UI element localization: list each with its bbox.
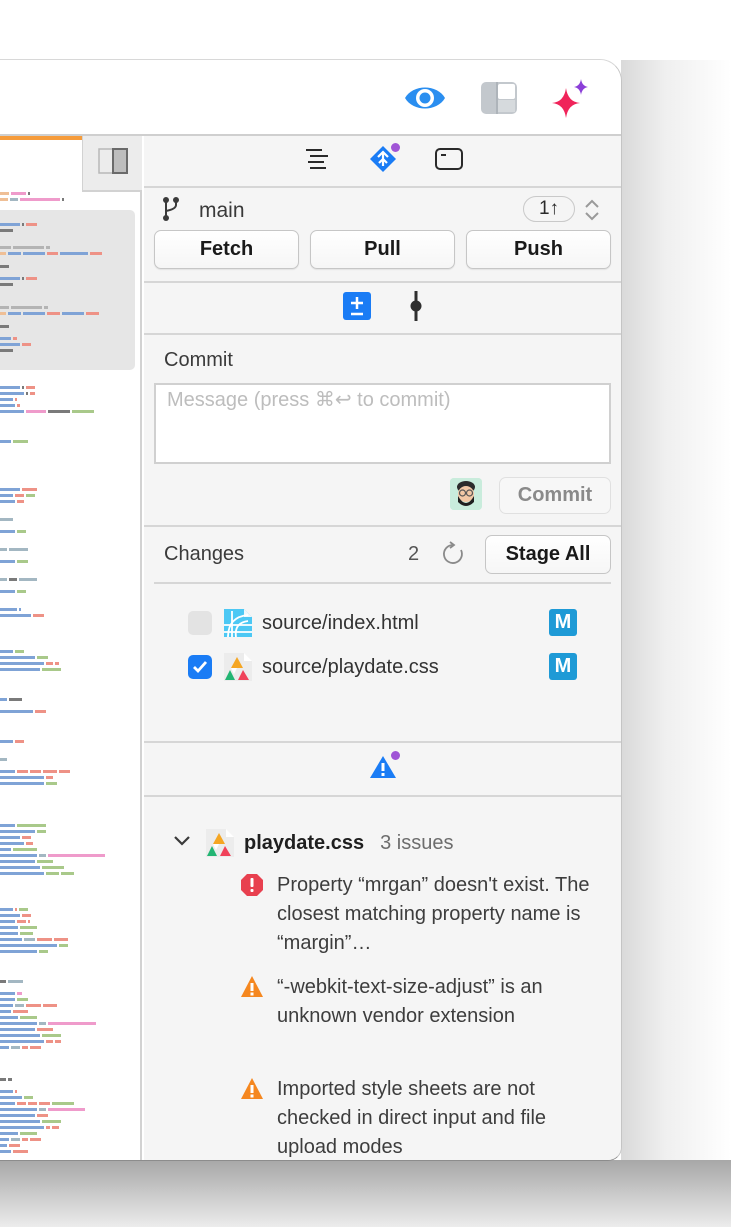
css-file-icon: [204, 827, 236, 859]
issue-item[interactable]: “-webkit-text-size-adjust” is an unknown…: [240, 973, 590, 1031]
branch-selector-chevron-icon[interactable]: [584, 198, 600, 227]
toggle-sidebar-button[interactable]: [82, 136, 142, 192]
source-control-panel: main 1↑ Fetch Pull Push: [144, 136, 621, 1160]
tab-outline[interactable]: [301, 145, 333, 177]
issue-count: 3 issues: [380, 831, 454, 854]
issue-item[interactable]: Property “mrgan” doesn't exist. The clos…: [240, 871, 590, 958]
notification-dot: [390, 750, 400, 760]
tab-source-control[interactable]: [367, 143, 400, 179]
panel-tab-bar: [144, 136, 621, 188]
commits-mode-icon[interactable]: [409, 290, 423, 326]
layout-icon[interactable]: [477, 80, 521, 116]
issues-tab[interactable]: [144, 743, 621, 797]
issue-file-header[interactable]: playdate.css 3 issues: [172, 827, 453, 859]
minimap-lines: [0, 136, 140, 1160]
issue-text: “-webkit-text-size-adjust” is an unknown…: [277, 976, 543, 1027]
changes-section: Changes 2 Stage All: [144, 527, 621, 743]
issue-item[interactable]: Imported style sheets are not checked in…: [240, 1075, 590, 1160]
terminal-icon: [434, 147, 464, 176]
branch-row: main 1↑: [144, 188, 621, 230]
error-icon: [240, 873, 264, 897]
warning-icon: [240, 1077, 264, 1101]
stage-checkbox[interactable]: [188, 655, 212, 679]
changes-mode-icon[interactable]: [342, 291, 371, 325]
file-row-index-html[interactable]: source/index.html M: [188, 607, 588, 639]
file-row-playdate-css[interactable]: source/playdate.css M: [188, 651, 588, 683]
pull-button[interactable]: Pull: [310, 230, 455, 269]
fetch-button[interactable]: Fetch: [154, 230, 299, 269]
toolbar: [0, 60, 621, 136]
sparkle-icon[interactable]: [548, 79, 592, 118]
html-file-icon: [222, 607, 254, 639]
stage-all-button[interactable]: Stage All: [485, 535, 611, 574]
window-shadow-right: [621, 60, 731, 1227]
window-shadow-bottom: [0, 1160, 731, 1227]
avatar[interactable]: [450, 478, 482, 510]
issues-warning-icon: [369, 750, 400, 784]
push-button[interactable]: Push: [466, 230, 611, 269]
notification-dot: [390, 143, 400, 152]
preview-eye-icon[interactable]: [403, 80, 447, 116]
editor-minimap[interactable]: [0, 136, 142, 1160]
sidebar-right-icon: [97, 147, 128, 179]
warning-icon: [240, 975, 264, 999]
issue-text: Property “mrgan” doesn't exist. The clos…: [277, 874, 590, 954]
branch-icon: [162, 196, 180, 227]
branch-name[interactable]: main: [199, 199, 245, 222]
tab-terminal[interactable]: [433, 145, 465, 177]
app-window: main 1↑ Fetch Pull Push: [0, 59, 622, 1161]
active-tab-indicator: [0, 136, 82, 140]
mode-toggle-row: [144, 281, 621, 335]
changes-label: Changes: [164, 543, 245, 565]
refresh-icon[interactable]: [441, 541, 465, 572]
modified-status-badge: M: [549, 653, 577, 680]
modified-status-badge: M: [549, 609, 577, 636]
commit-button[interactable]: Commit: [499, 477, 611, 514]
source-control-icon: [368, 144, 398, 179]
ahead-count-badge: 1↑: [523, 196, 575, 222]
changes-count: 2: [408, 543, 420, 565]
chevron-down-icon[interactable]: [172, 834, 192, 853]
issue-file-name: playdate.css: [244, 831, 365, 854]
css-file-icon: [222, 651, 254, 683]
commit-label: Commit: [164, 349, 233, 371]
stage-checkbox[interactable]: [188, 611, 212, 635]
file-path: source/playdate.css: [262, 655, 439, 678]
sync-buttons: Fetch Pull Push: [144, 230, 621, 273]
commit-message-input[interactable]: [154, 383, 611, 464]
changes-divider: [154, 582, 611, 584]
commit-section: Commit Commit: [144, 335, 621, 527]
file-path: source/index.html: [262, 611, 419, 634]
issue-text: Imported style sheets are not checked in…: [277, 1078, 547, 1158]
outline-icon: [304, 148, 330, 175]
